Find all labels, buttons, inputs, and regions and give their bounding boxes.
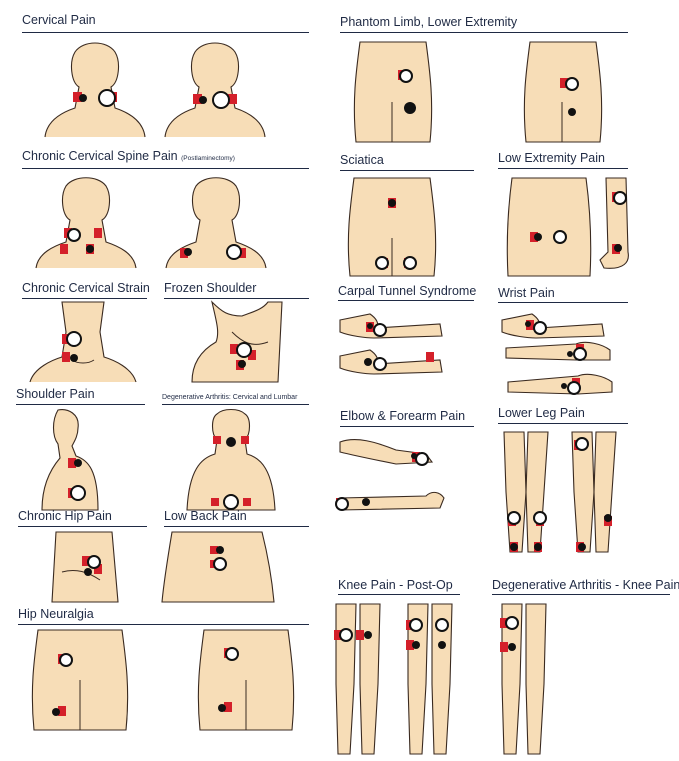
- figure-arms: [336, 312, 636, 402]
- section-rule: [18, 526, 147, 527]
- section-rule: [22, 298, 147, 299]
- section-title: Phantom Limb, Lower Extremity: [340, 15, 518, 29]
- section-rule: [164, 298, 309, 299]
- section-rule: [492, 594, 670, 595]
- figure-knees: [330, 603, 630, 755]
- section-title: Chronic Hip Pain: [18, 509, 112, 523]
- wrist-arm-3: [507, 373, 613, 395]
- carpal-arm-1: [339, 313, 443, 339]
- section-title: Sciatica: [340, 153, 384, 167]
- section-title: Low Back Pain: [164, 509, 247, 523]
- wrist-arm-2: [505, 341, 611, 361]
- buttocks-2: [197, 629, 295, 731]
- sciatica-back: [347, 177, 437, 277]
- lower-back-1: [353, 41, 433, 143]
- neck-back-1: [35, 177, 137, 269]
- knees-pair-3: [500, 603, 547, 755]
- section-title: Low Extremity Pain: [498, 151, 605, 165]
- section-rule: [340, 426, 474, 427]
- section-title: Knee Pain - Post-Op: [338, 578, 453, 592]
- section-title: Wrist Pain: [498, 286, 555, 300]
- extremity-back: [506, 177, 592, 277]
- section-title-note: (Postlaminectomy): [181, 155, 235, 162]
- section-rule: [498, 423, 628, 424]
- elbow-arm-2: [335, 491, 445, 511]
- wrist-arm-1: [501, 313, 605, 339]
- section-rule: [164, 526, 309, 527]
- figure-phantom-limb: [340, 41, 630, 143]
- section-rule: [338, 594, 460, 595]
- figure-head-back: [35, 42, 295, 142]
- section-rule: [22, 168, 309, 169]
- figure-neck-front: [22, 300, 312, 386]
- section-title: Chronic Cervical Strain: [22, 281, 150, 295]
- hip-side: [51, 531, 119, 603]
- torso-side: [41, 409, 99, 511]
- neck-back-2: [165, 177, 267, 269]
- knees-pair-1: [334, 603, 381, 755]
- knees-pair-2: [406, 603, 453, 755]
- section-title: Degenerative Arthritis - Knee Pain: [492, 578, 679, 592]
- head-back-1: [44, 42, 146, 138]
- carpal-arm-2: [339, 349, 443, 375]
- figure-sciatica-extremity: [340, 177, 640, 277]
- low-back: [161, 531, 275, 603]
- section-title: Lower Leg Pain: [498, 406, 585, 420]
- section-rule: [498, 302, 628, 303]
- section-title: Hip Neuralgia: [18, 607, 94, 621]
- figure-elbow-legs: [335, 431, 636, 564]
- lower-legs-front: [503, 431, 549, 553]
- section-title: Degenerative Arthritis: Cervical and Lum…: [162, 394, 298, 401]
- neck-front: [29, 301, 137, 383]
- section-title: Chronic Cervical Spine Pain (Postlaminec…: [22, 148, 235, 167]
- lower-back-2: [523, 41, 603, 143]
- torso-back: [186, 408, 276, 511]
- section-rule: [340, 170, 474, 171]
- section-title-text: Chronic Cervical Spine Pain: [22, 149, 178, 163]
- figure-neck-back: [28, 177, 298, 270]
- section-title: Shoulder Pain: [16, 387, 95, 401]
- section-rule: [22, 32, 309, 33]
- figure-hips: [51, 531, 282, 603]
- figure-hip-neuralgia: [18, 629, 308, 731]
- buttocks-1: [31, 629, 129, 731]
- section-title: Carpal Tunnel Syndrome: [338, 284, 477, 298]
- shoulder-side: [191, 300, 283, 383]
- section-title: Frozen Shoulder: [164, 281, 257, 295]
- lower-legs-back: [571, 431, 617, 553]
- head-back-2: [164, 42, 266, 138]
- section-rule: [16, 404, 145, 405]
- section-rule: [162, 404, 309, 405]
- section-title: Cervical Pain: [22, 13, 96, 27]
- section-rule: [498, 168, 628, 169]
- extremity-leg: [599, 177, 629, 269]
- section-rule: [340, 32, 628, 33]
- section-title: Elbow & Forearm Pain: [340, 409, 466, 423]
- figure-upper-body: [38, 408, 278, 511]
- section-rule: [338, 300, 474, 301]
- elbow-arm-1: [339, 439, 434, 466]
- section-rule: [18, 624, 309, 625]
